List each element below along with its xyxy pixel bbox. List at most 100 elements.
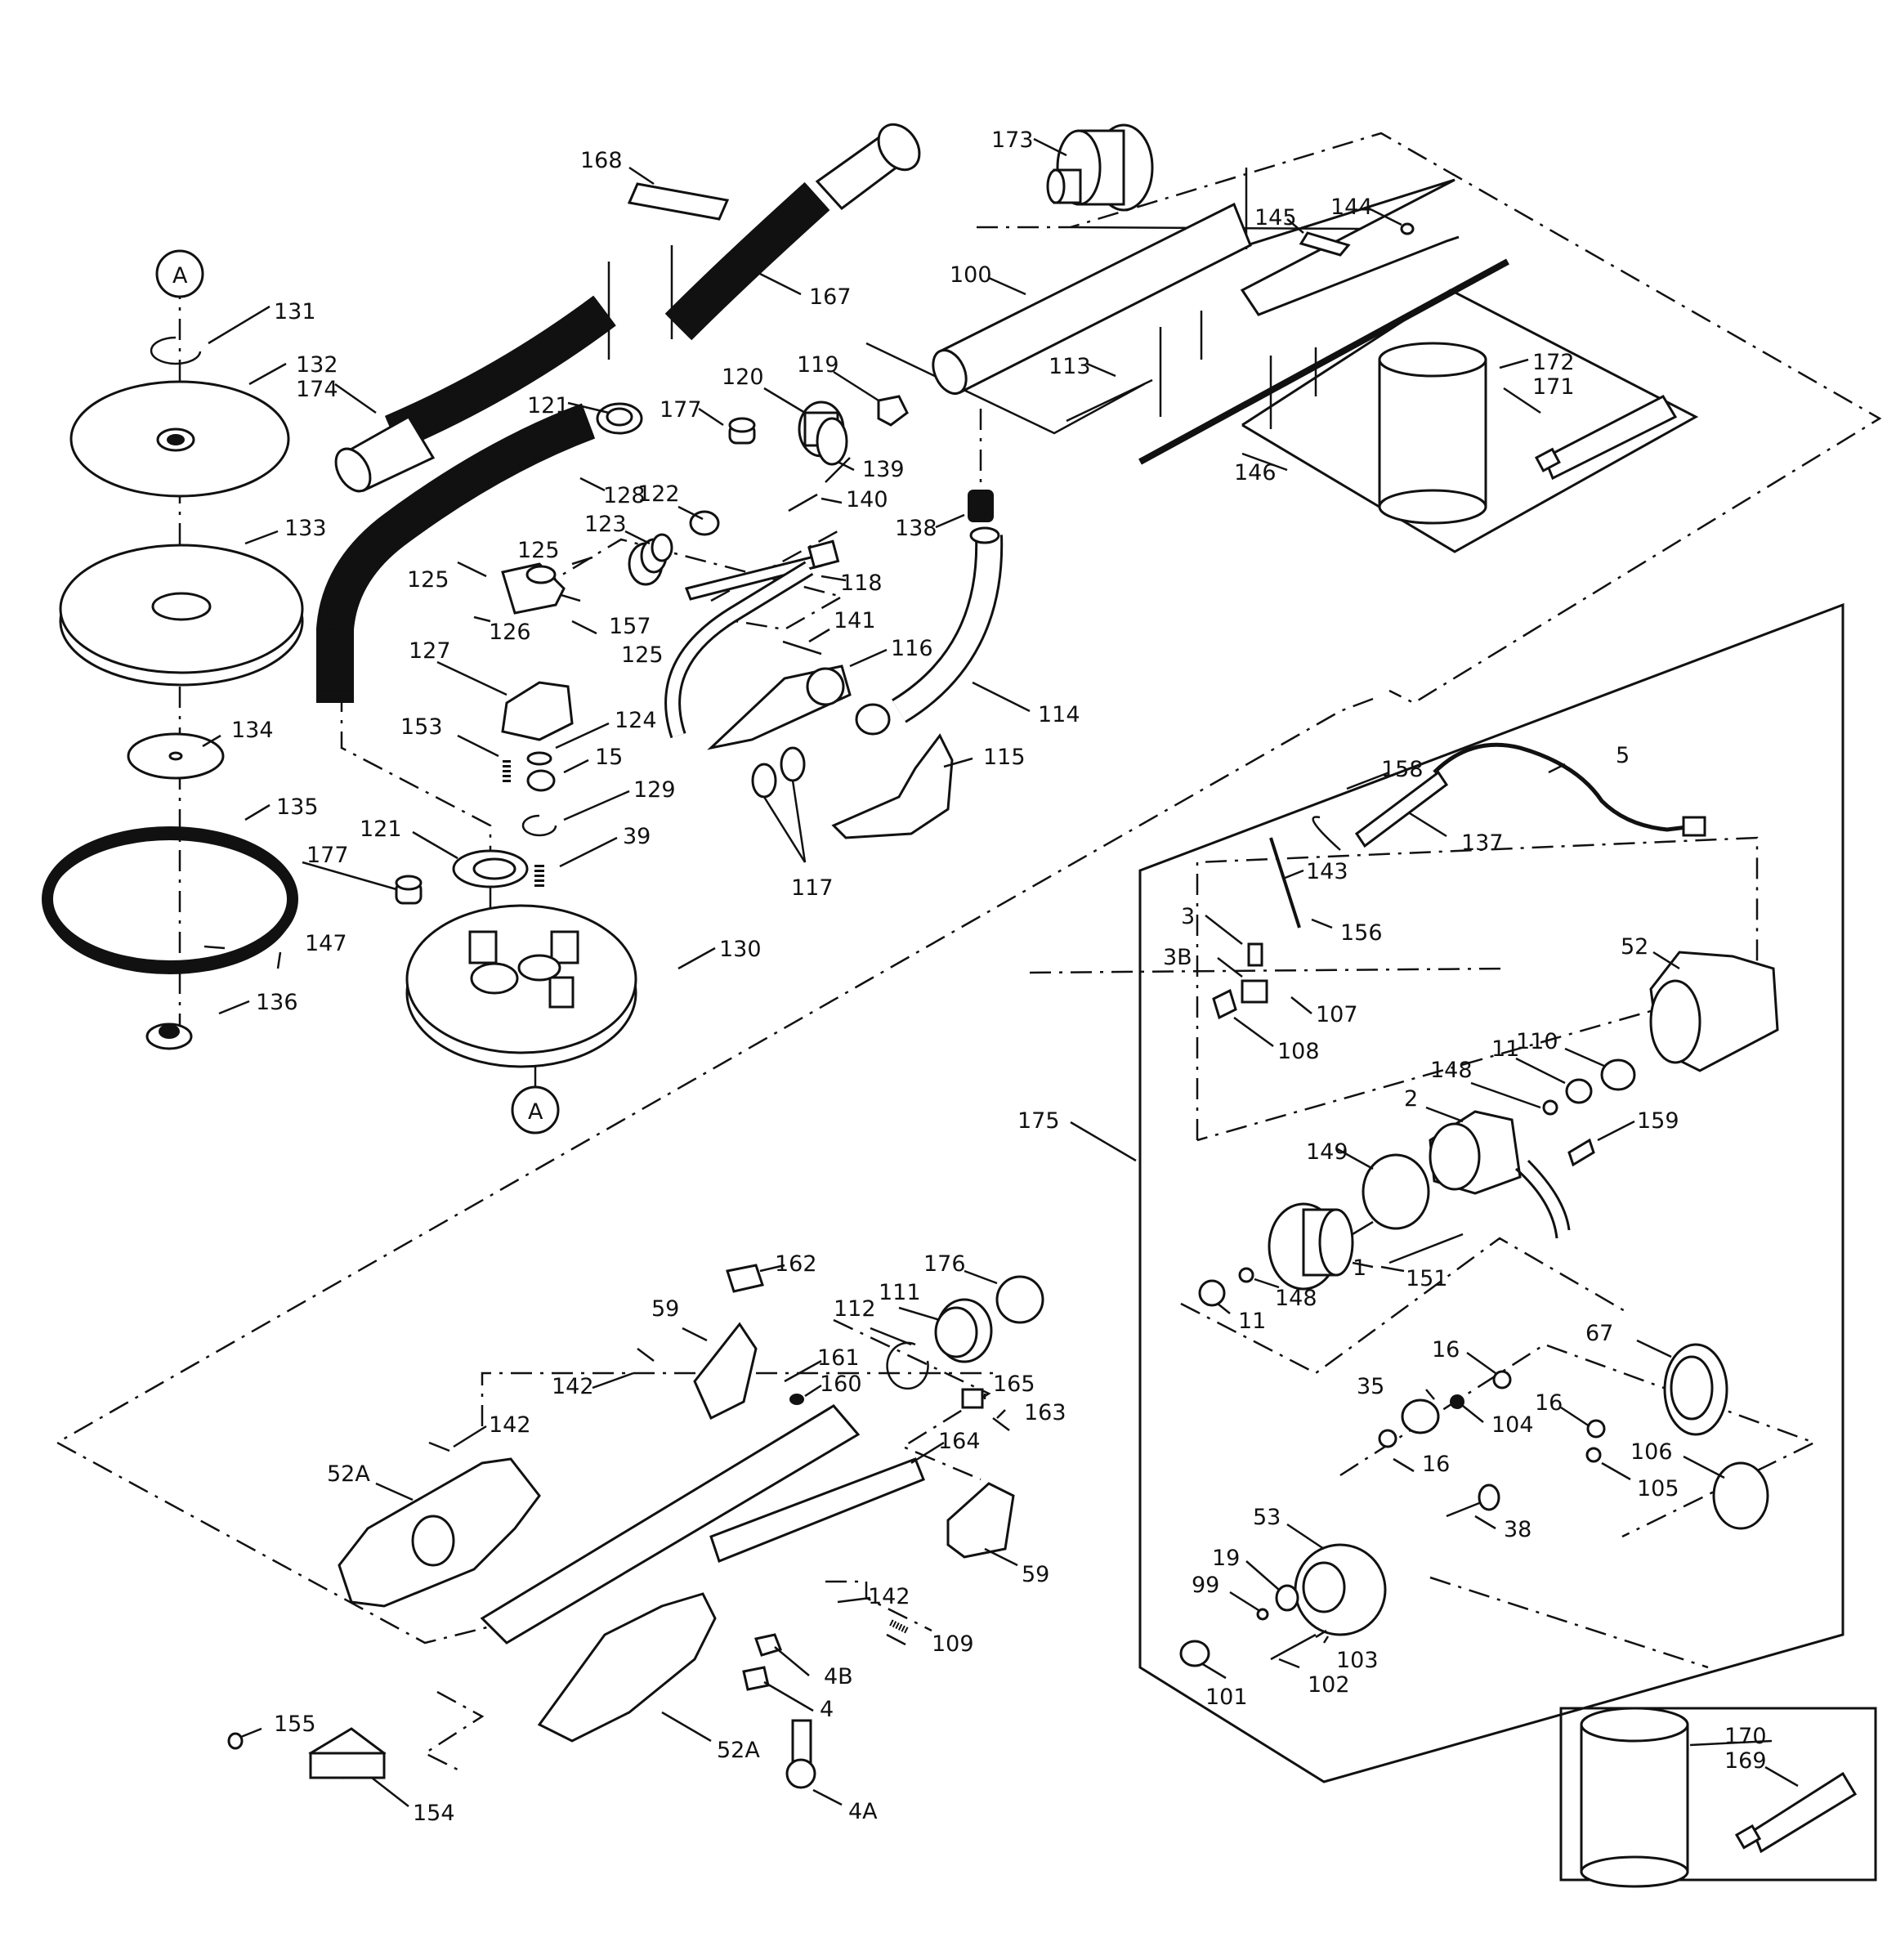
part-109-screw bbox=[889, 1619, 909, 1634]
callout-127: 127 bbox=[409, 638, 451, 664]
part-118-rod bbox=[684, 539, 840, 601]
callout-134: 134 bbox=[231, 718, 274, 743]
callout-106: 106 bbox=[1630, 1439, 1673, 1465]
part-11-bearing-top bbox=[1565, 1078, 1593, 1104]
part-104-washer bbox=[1450, 1394, 1464, 1409]
callout-107: 107 bbox=[1316, 1002, 1358, 1027]
part-4a-switch-actuator bbox=[785, 1719, 816, 1789]
part-135-belt bbox=[42, 826, 298, 974]
callout-125-top: 125 bbox=[517, 538, 560, 563]
callout-132: 132 bbox=[296, 352, 338, 378]
callout-128: 128 bbox=[603, 483, 646, 508]
part-16-pin-b bbox=[1586, 1419, 1606, 1439]
callout-170: 170 bbox=[1724, 1724, 1767, 1749]
part-142-screw-a bbox=[637, 1348, 655, 1362]
callout-159: 159 bbox=[1637, 1108, 1679, 1134]
callout-118: 118 bbox=[840, 571, 883, 596]
callout-176: 176 bbox=[923, 1251, 966, 1277]
part-174-hose bbox=[334, 295, 616, 493]
callout-39: 39 bbox=[623, 824, 651, 849]
part-108-bracket bbox=[1212, 988, 1237, 1020]
part-52-motor-housing bbox=[1649, 951, 1779, 1072]
callout-177-upper: 177 bbox=[660, 397, 702, 423]
callout-160: 160 bbox=[820, 1372, 862, 1397]
part-123-spring bbox=[628, 533, 673, 586]
callout-a-bottom: A bbox=[528, 1099, 543, 1125]
part-38-spindle bbox=[1446, 1483, 1500, 1518]
callout-149: 149 bbox=[1306, 1139, 1348, 1165]
callout-111: 111 bbox=[879, 1280, 921, 1305]
callout-123: 123 bbox=[584, 512, 627, 537]
part-11-bearing-bottom bbox=[1198, 1279, 1226, 1307]
callout-125-left: 125 bbox=[407, 567, 449, 593]
callout-125-right: 125 bbox=[621, 642, 664, 668]
part-1-armature bbox=[1268, 1202, 1374, 1291]
callout-168: 168 bbox=[580, 148, 623, 173]
part-119-clip bbox=[877, 395, 909, 427]
part-147-screw bbox=[276, 951, 282, 969]
callout-99: 99 bbox=[1192, 1573, 1219, 1598]
callout-circle-a-bottom bbox=[511, 1085, 560, 1134]
callout-121-upper: 121 bbox=[527, 393, 570, 418]
part-3b-plate bbox=[1241, 979, 1268, 1004]
callout-59-lower: 59 bbox=[1022, 1562, 1049, 1587]
part-127-bracket bbox=[501, 681, 574, 741]
part-4b-button bbox=[754, 1633, 782, 1657]
callout-2: 2 bbox=[1404, 1086, 1418, 1112]
callout-165: 165 bbox=[993, 1372, 1035, 1397]
callout-59-upper: 59 bbox=[651, 1296, 679, 1322]
callout-11-bottom: 11 bbox=[1238, 1309, 1266, 1334]
part-67-fan bbox=[1663, 1343, 1728, 1436]
callout-171: 171 bbox=[1532, 374, 1575, 400]
part-128-hose bbox=[316, 403, 596, 703]
callout-19: 19 bbox=[1212, 1546, 1240, 1571]
part-99-washer bbox=[1256, 1608, 1269, 1621]
part-2-stator bbox=[1429, 1110, 1522, 1195]
callout-119: 119 bbox=[797, 352, 839, 378]
callout-153: 153 bbox=[400, 714, 443, 740]
part-35-gear bbox=[1401, 1398, 1440, 1434]
callout-135: 135 bbox=[276, 794, 319, 820]
part-112-ring bbox=[886, 1341, 929, 1390]
part-138-cap bbox=[968, 490, 994, 522]
part-168-label bbox=[627, 182, 730, 221]
part-160-nut bbox=[789, 1394, 804, 1405]
callout-3b: 3B bbox=[1163, 945, 1192, 970]
callout-169: 169 bbox=[1724, 1748, 1767, 1774]
callout-136: 136 bbox=[256, 990, 298, 1015]
callout-122: 122 bbox=[637, 481, 680, 507]
part-116-lever bbox=[707, 665, 852, 750]
part-103-screw bbox=[1315, 1629, 1327, 1639]
part-167-hose bbox=[664, 123, 921, 341]
part-100-tube bbox=[932, 202, 1252, 395]
part-16-pin-c bbox=[1378, 1429, 1397, 1448]
callout-130: 130 bbox=[719, 937, 762, 962]
callout-114: 114 bbox=[1038, 702, 1080, 727]
part-121-collar-upper bbox=[596, 402, 643, 435]
part-173-adapter bbox=[1046, 123, 1154, 212]
callout-147: 147 bbox=[305, 931, 347, 956]
callout-105: 105 bbox=[1637, 1476, 1679, 1501]
callout-141: 141 bbox=[834, 608, 876, 633]
part-175-wires bbox=[1515, 1159, 1571, 1239]
callout-175: 175 bbox=[1017, 1108, 1060, 1134]
part-159-terminal bbox=[1567, 1138, 1595, 1167]
part-111-gear bbox=[934, 1298, 993, 1363]
part-handle-tube bbox=[480, 1404, 861, 1645]
callout-52a-left: 52A bbox=[327, 1461, 370, 1487]
leader-lines bbox=[202, 137, 1799, 1807]
callout-164: 164 bbox=[938, 1429, 981, 1454]
callout-116: 116 bbox=[891, 636, 933, 661]
part-165-block bbox=[961, 1388, 984, 1409]
callout-110: 110 bbox=[1516, 1029, 1558, 1054]
callout-126: 126 bbox=[489, 620, 531, 645]
callout-142-middle: 142 bbox=[489, 1412, 531, 1438]
part-146-shaft bbox=[1138, 258, 1509, 465]
callout-138: 138 bbox=[895, 516, 937, 541]
part-162-connector bbox=[726, 1264, 764, 1293]
callout-143: 143 bbox=[1306, 859, 1348, 884]
callout-137: 137 bbox=[1461, 830, 1504, 856]
callout-161: 161 bbox=[817, 1345, 860, 1371]
callout-163: 163 bbox=[1024, 1400, 1066, 1425]
